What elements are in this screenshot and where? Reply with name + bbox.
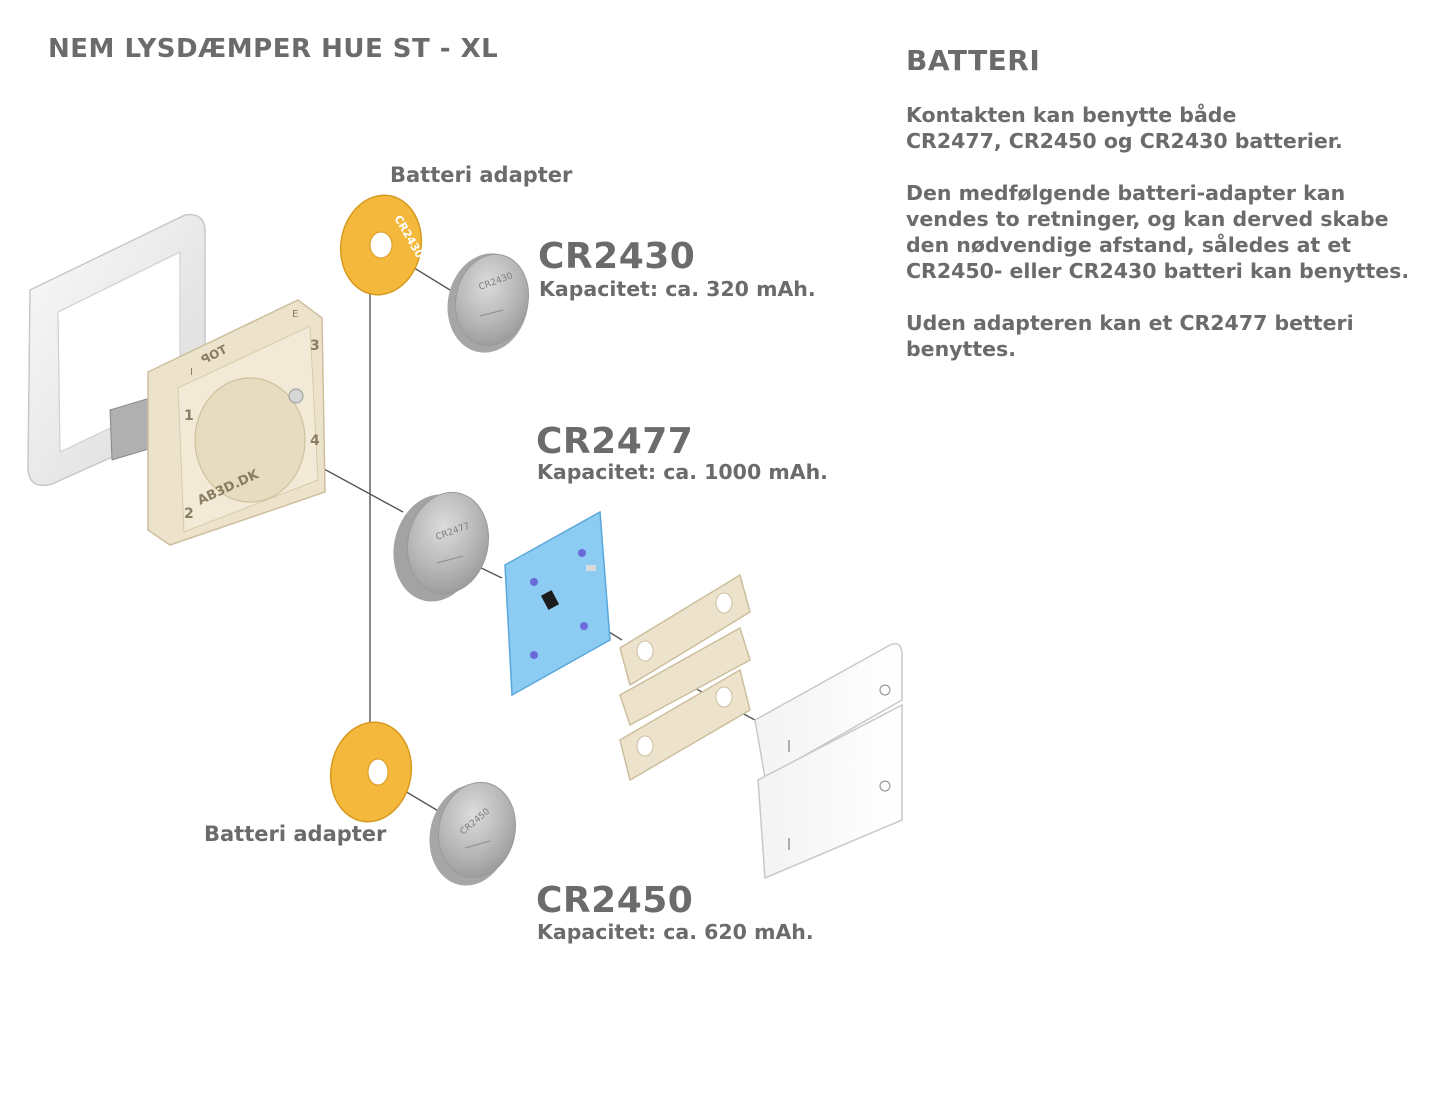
info-line: CR2450- eller CR2430 batteri kan benytte… — [906, 259, 1410, 283]
battery-adapter-bottom — [329, 721, 413, 823]
battery-cr2477: CR2477 — [393, 491, 490, 602]
rocker-levers — [619, 573, 751, 782]
housing-number: 2 — [184, 506, 194, 522]
battery-model-cr2450: CR2450 — [536, 880, 694, 921]
housing-number: I — [190, 367, 193, 378]
info-line: Uden adapteren kan et CR2477 betteri — [906, 311, 1354, 335]
adapter-label-top: Batteri adapter — [390, 163, 573, 187]
housing-number: 4 — [310, 433, 320, 449]
info-line: benyttes. — [906, 337, 1017, 361]
info-paragraph-1: Kontakten kan benytte både CR2477, CR245… — [906, 102, 1441, 154]
info-paragraph-3: Uden adapteren kan et CR2477 betteri ben… — [906, 310, 1441, 362]
battery-capacity-cr2450: Kapacitet: ca. 620 mAh. — [537, 920, 814, 944]
housing-number: E — [292, 309, 298, 320]
housing-number: 3 — [310, 338, 320, 354]
info-line: den nødvendige afstand, således at et — [906, 233, 1352, 257]
info-line: Den medfølgende batteri-adapter kan — [906, 181, 1346, 205]
battery-cr2430: CR2430 — [447, 253, 529, 353]
info-line: vendes to retninger, og kan derved skabe — [906, 207, 1389, 231]
info-heading: BATTERI — [906, 44, 1041, 77]
housing-number: 1 — [184, 408, 194, 424]
switch-covers — [754, 643, 903, 880]
battery-cr2450: CR2450 — [429, 781, 516, 886]
info-line: CR2477, CR2450 og CR2430 batterier. — [906, 129, 1343, 153]
info-paragraph-2: Den medfølgende batteri-adapter kan vend… — [906, 180, 1441, 284]
info-line: Kontakten kan benytte både — [906, 103, 1237, 127]
battery-capacity-cr2430: Kapacitet: ca. 320 mAh. — [539, 277, 816, 301]
battery-adapter-top: CR2430 — [339, 194, 426, 296]
battery-model-cr2477: CR2477 — [536, 421, 694, 462]
housing-part: TOP AB3D.DK 1 2 3 4 I E — [147, 299, 326, 546]
adapter-label-bottom: Batteri adapter — [204, 822, 387, 846]
battery-model-cr2430: CR2430 — [538, 236, 696, 277]
battery-capacity-cr2477: Kapacitet: ca. 1000 mAh. — [537, 460, 828, 484]
page-title: NEM LYSDÆMPER HUE ST - XL — [48, 34, 499, 64]
pcb-board — [504, 510, 611, 697]
